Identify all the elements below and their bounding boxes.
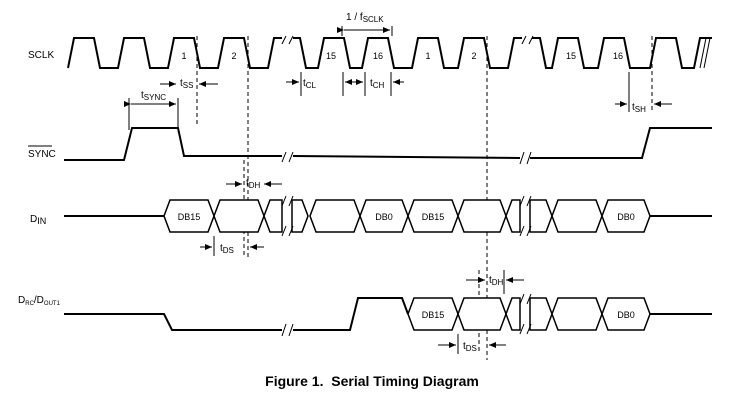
din-cell-db14 [213,199,265,233]
sclk-pulse-1: 1 [181,51,186,61]
fsclk-label: 1 / fSCLK [346,12,384,24]
din-db0-text: DB0 [375,212,393,222]
din-cell-cont-a [263,199,283,233]
sclk-pulse-16: 16 [373,51,383,61]
tdh2-label: tDH [489,275,504,287]
drp-cell-cont-a [505,297,521,331]
sclk-break-2 [521,35,534,45]
din-db15b-text: DB15 [422,212,445,222]
drp-break-2 [519,293,532,335]
sync-label: SYNC [28,149,56,160]
sclk-pulse-2: 2 [231,51,236,61]
tdh1-label: tDH [246,178,261,190]
tcl-label: tCL [303,78,317,90]
tds2-label: tDS [463,341,477,353]
drp-dout-label: DRC/DOUT1 [18,295,61,307]
din-cell-db1b [551,199,603,233]
din-break-2 [519,195,532,237]
din-cell-db14b [457,199,507,233]
drp-cell-db14 [457,297,507,331]
tsync-label: tSYNC [141,90,166,102]
sclk-pulse-15b: 15 [566,51,576,61]
drp-cell-cont-b [529,297,553,331]
sync-waveform [64,127,712,161]
tch-label: tCH [370,78,385,90]
drp-db0-text: DB0 [617,310,635,320]
din-db0b-text: DB0 [617,212,635,222]
din-cell-cont-d [529,199,553,233]
drp-cell-db1 [551,297,603,331]
din-cell-cont-c [505,199,521,233]
sclk-pulse-2b: 2 [471,51,476,61]
sync-break-2 [519,151,532,165]
din-cell-db1 [309,199,361,233]
drp-db15-text: DB15 [422,310,445,320]
sclk-break-1 [281,35,294,45]
din-db15-text: DB15 [178,212,201,222]
sync-break-1 [281,151,294,163]
sclk-pulse-15: 15 [326,51,336,61]
tds1-label: tDS [220,243,234,255]
tss-label: tSS [180,78,193,90]
sclk-pulse-16b: 16 [613,51,623,61]
sclk-pulse-1b: 1 [425,51,430,61]
din-label: DIN [30,214,46,226]
drp-break-1 [281,323,294,337]
din-cell-cont-b [291,199,309,233]
din-cell-db0b [601,199,651,233]
sclk-label: SCLK [28,50,54,61]
tsh-label: tSH [632,102,646,114]
drp-dout-waveform [64,297,409,331]
figure-caption: Figure 1. Serial Timing Diagram [265,373,479,389]
sclk-edge-tail [699,37,711,69]
din-break-1 [281,195,294,237]
